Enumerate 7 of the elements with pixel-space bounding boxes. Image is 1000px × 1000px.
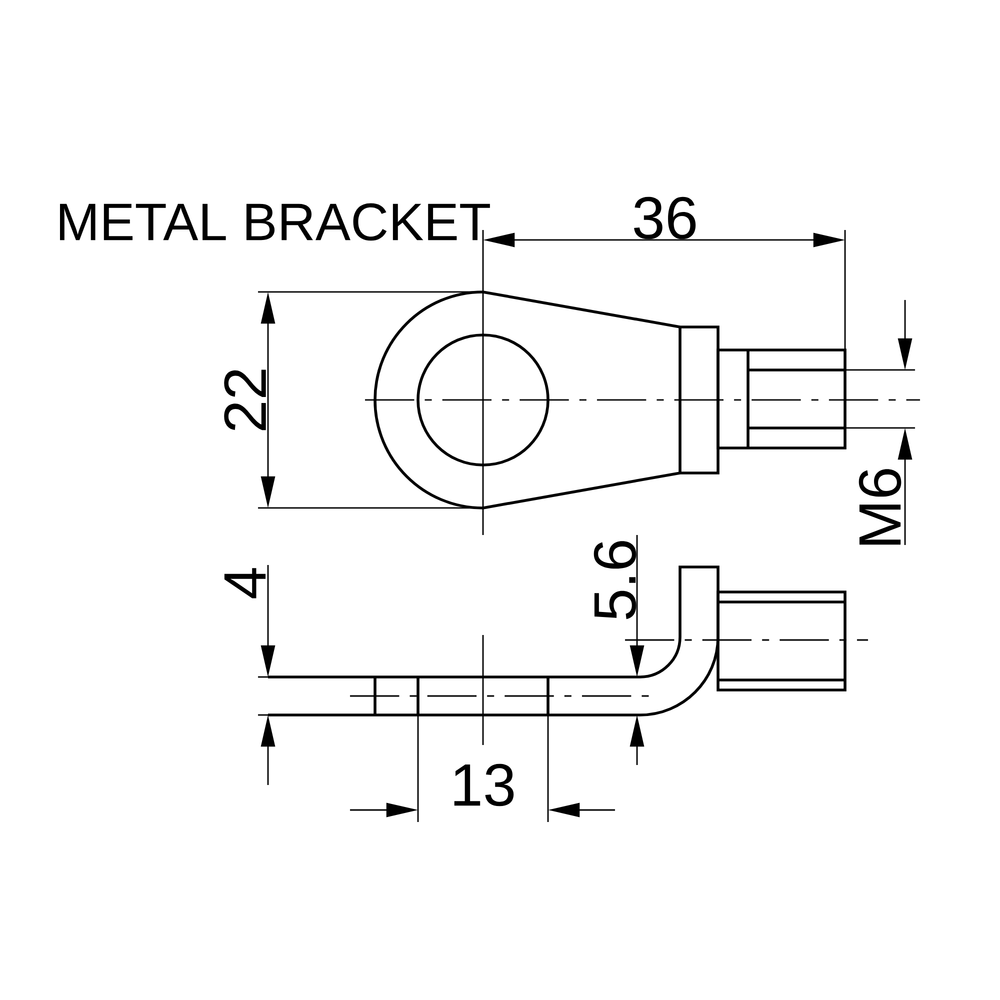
dimension-label: 4 [224, 568, 266, 598]
dimension-label: 5.6 [594, 541, 636, 620]
title: METAL BRACKET [60, 203, 490, 241]
dimension-label: M6 [858, 469, 902, 545]
dimension-label: 22 [224, 370, 266, 430]
dimension-label: 13 [454, 764, 514, 806]
dimension-label: 36 [634, 196, 696, 240]
